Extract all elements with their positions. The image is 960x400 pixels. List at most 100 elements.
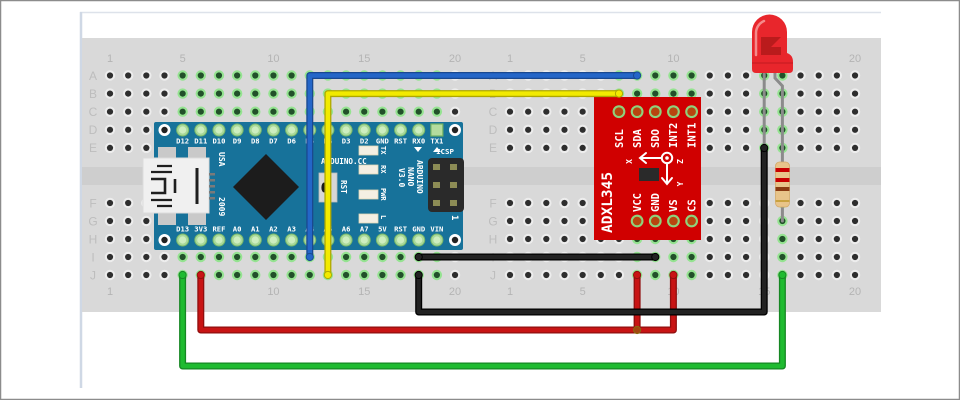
breadboard-hole[interactable] bbox=[740, 251, 752, 263]
breadboard-hole[interactable] bbox=[831, 233, 843, 245]
breadboard-hole[interactable] bbox=[722, 269, 734, 281]
breadboard-hole[interactable] bbox=[104, 142, 116, 154]
breadboard-hole[interactable] bbox=[849, 269, 861, 281]
breadboard-hole[interactable] bbox=[831, 251, 843, 263]
breadboard-hole[interactable] bbox=[740, 215, 752, 227]
breadboard-hole[interactable] bbox=[250, 70, 261, 81]
breadboard-hole[interactable] bbox=[795, 106, 806, 117]
breadboard-hole[interactable] bbox=[813, 233, 824, 245]
breadboard-hole[interactable] bbox=[704, 106, 715, 117]
adxl345-pin[interactable] bbox=[667, 105, 680, 119]
breadboard-hole[interactable] bbox=[795, 142, 806, 154]
breadboard-hole[interactable] bbox=[122, 88, 134, 99]
breadboard-hole[interactable] bbox=[340, 106, 352, 117]
breadboard-hole[interactable] bbox=[813, 269, 824, 281]
breadboard-hole[interactable] bbox=[268, 70, 279, 81]
breadboard-hole[interactable] bbox=[177, 106, 188, 117]
breadboard-hole[interactable] bbox=[104, 70, 116, 81]
wire-end[interactable] bbox=[196, 270, 205, 280]
adxl345-pin[interactable] bbox=[667, 214, 680, 228]
wire-black-gnd-led[interactable] bbox=[414, 143, 769, 316]
wire-end[interactable] bbox=[305, 252, 314, 262]
nano-pin[interactable] bbox=[430, 123, 444, 137]
wire-end[interactable] bbox=[614, 89, 624, 98]
breadboard-hole[interactable] bbox=[813, 88, 824, 99]
breadboard-hole[interactable] bbox=[831, 269, 843, 281]
wire-end[interactable] bbox=[323, 270, 332, 280]
nano-pin[interactable] bbox=[230, 123, 244, 137]
wire-end[interactable] bbox=[778, 270, 787, 280]
breadboard-hole[interactable] bbox=[268, 251, 279, 263]
led[interactable] bbox=[752, 14, 793, 74]
breadboard-hole[interactable] bbox=[122, 106, 134, 117]
breadboard-hole[interactable] bbox=[740, 124, 752, 135]
breadboard-hole[interactable] bbox=[522, 142, 534, 154]
breadboard-hole[interactable] bbox=[795, 233, 806, 245]
adxl345-pin[interactable] bbox=[648, 105, 662, 119]
nano-pin[interactable] bbox=[176, 123, 190, 137]
breadboard-hole[interactable] bbox=[740, 233, 752, 245]
breadboard-hole[interactable] bbox=[231, 106, 243, 117]
breadboard-hole[interactable] bbox=[122, 251, 134, 263]
breadboard-hole[interactable] bbox=[740, 142, 752, 154]
resistor[interactable] bbox=[775, 161, 790, 208]
wire-yellow[interactable] bbox=[323, 89, 624, 280]
breadboard-hole[interactable] bbox=[141, 124, 152, 135]
wire-black-gnd-sensor[interactable] bbox=[414, 252, 660, 262]
breadboard-hole[interactable] bbox=[122, 124, 134, 135]
breadboard-hole[interactable] bbox=[849, 88, 861, 99]
breadboard-hole[interactable] bbox=[559, 233, 570, 245]
breadboard-hole[interactable] bbox=[104, 269, 116, 281]
nano-pin[interactable] bbox=[430, 233, 444, 247]
breadboard-hole[interactable] bbox=[431, 269, 443, 281]
breadboard-hole[interactable] bbox=[340, 269, 352, 281]
nano-pin[interactable] bbox=[194, 123, 208, 137]
breadboard-hole[interactable] bbox=[740, 197, 752, 209]
breadboard-hole[interactable] bbox=[595, 269, 606, 281]
breadboard-hole[interactable] bbox=[722, 88, 734, 99]
breadboard-hole[interactable] bbox=[813, 251, 824, 263]
breadboard-hole[interactable] bbox=[668, 251, 679, 263]
breadboard-hole[interactable] bbox=[849, 124, 861, 135]
breadboard-hole[interactable] bbox=[650, 88, 661, 99]
breadboard-hole[interactable] bbox=[104, 197, 116, 209]
breadboard-hole[interactable] bbox=[704, 142, 715, 154]
breadboard-hole[interactable] bbox=[722, 233, 734, 245]
breadboard-hole[interactable] bbox=[740, 269, 752, 281]
breadboard-hole[interactable] bbox=[195, 88, 206, 99]
breadboard-hole[interactable] bbox=[831, 124, 843, 135]
breadboard-hole[interactable] bbox=[159, 88, 170, 99]
breadboard-hole[interactable] bbox=[141, 269, 152, 281]
nano-pin[interactable] bbox=[212, 123, 226, 137]
breadboard-hole[interactable] bbox=[813, 124, 824, 135]
breadboard-hole[interactable] bbox=[849, 106, 861, 117]
breadboard-hole[interactable] bbox=[541, 197, 552, 209]
breadboard-hole[interactable] bbox=[541, 215, 552, 227]
breadboard-hole[interactable] bbox=[813, 70, 824, 81]
breadboard-hole[interactable] bbox=[849, 251, 861, 263]
breadboard-hole[interactable] bbox=[141, 88, 152, 99]
breadboard-hole[interactable] bbox=[522, 215, 534, 227]
breadboard-hole[interactable] bbox=[104, 215, 116, 227]
breadboard-hole[interactable] bbox=[522, 269, 534, 281]
breadboard-hole[interactable] bbox=[159, 106, 170, 117]
breadboard-hole[interactable] bbox=[268, 88, 279, 99]
breadboard-hole[interactable] bbox=[704, 88, 715, 99]
breadboard-hole[interactable] bbox=[704, 215, 715, 227]
wire-end[interactable] bbox=[633, 270, 642, 280]
breadboard-hole[interactable] bbox=[541, 269, 552, 281]
nano-pin[interactable] bbox=[248, 123, 262, 137]
nano-pin[interactable] bbox=[285, 233, 299, 247]
breadboard-hole[interactable] bbox=[504, 124, 516, 135]
breadboard-hole[interactable] bbox=[231, 269, 243, 281]
breadboard-hole[interactable] bbox=[522, 233, 534, 245]
breadboard-hole[interactable] bbox=[650, 70, 661, 81]
adxl345-pin[interactable] bbox=[685, 214, 698, 228]
breadboard-hole[interactable] bbox=[268, 106, 279, 117]
breadboard-hole[interactable] bbox=[577, 106, 588, 117]
breadboard-hole[interactable] bbox=[104, 251, 116, 263]
breadboard-hole[interactable] bbox=[541, 124, 552, 135]
breadboard-hole[interactable] bbox=[377, 251, 388, 263]
breadboard-hole[interactable] bbox=[359, 251, 370, 263]
